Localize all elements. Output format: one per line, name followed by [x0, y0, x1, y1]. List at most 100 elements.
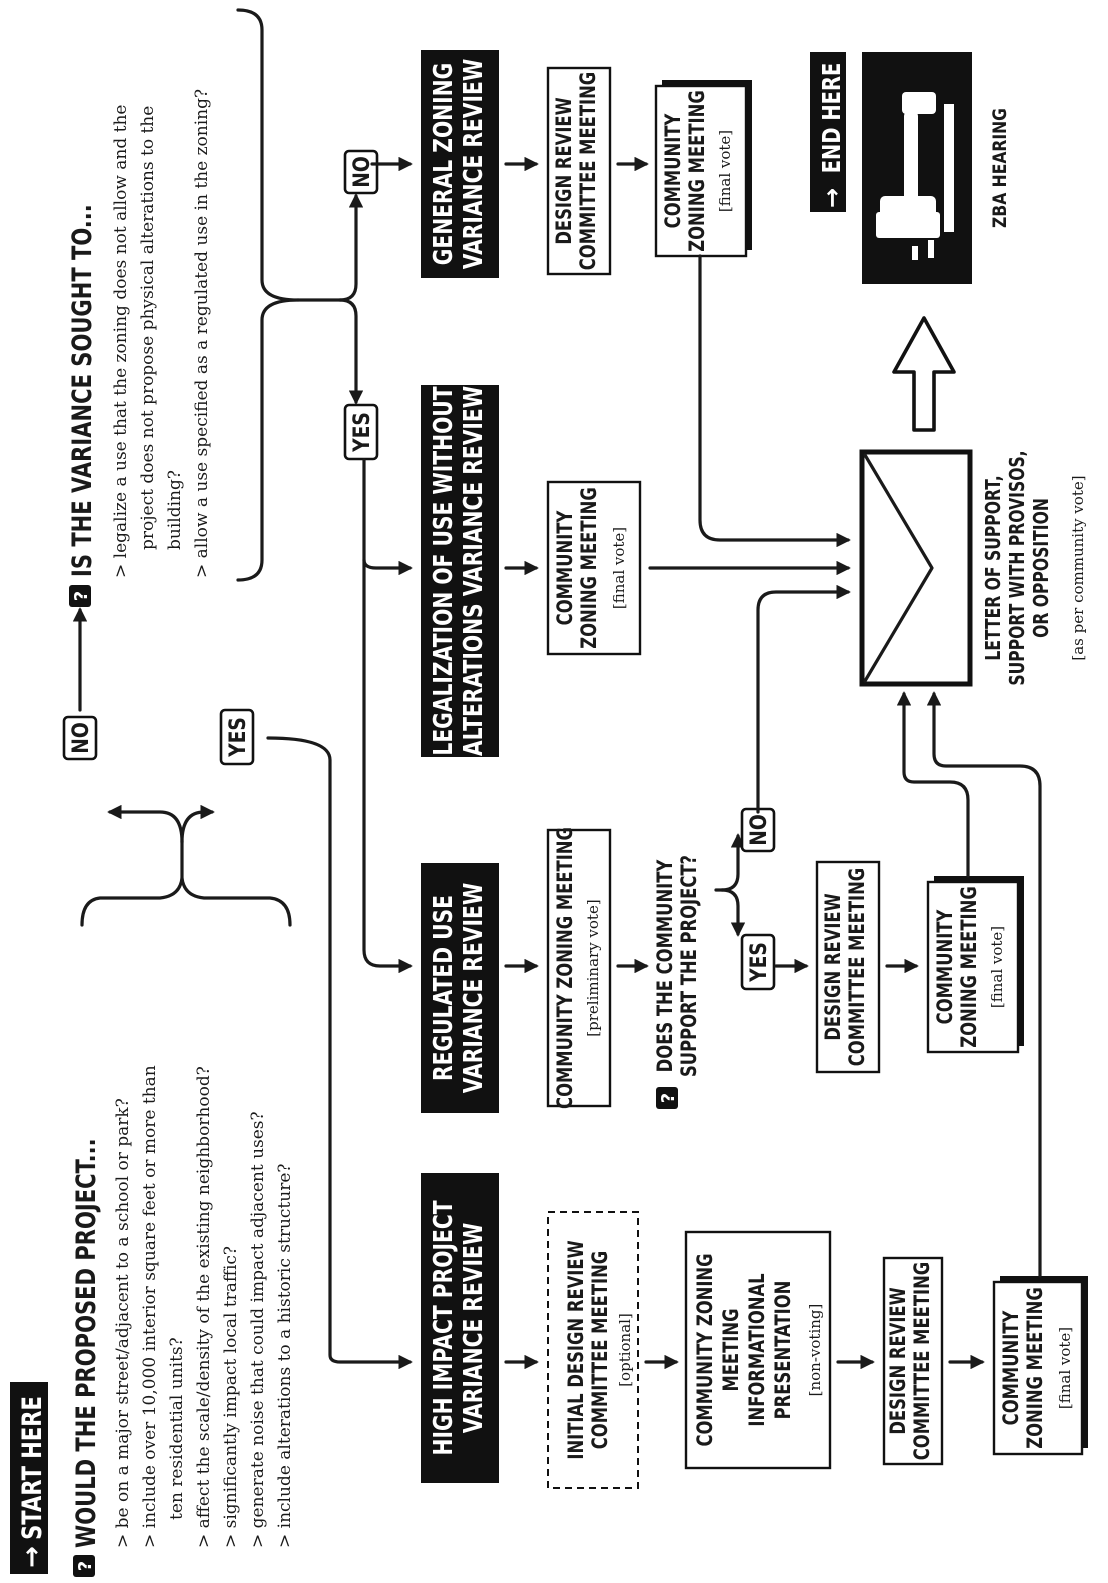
start-arrow-icon-text: →: [17, 1546, 47, 1568]
design-review-general-text-text: DESIGN REVIEWCOMMITTEE MEETING: [553, 72, 600, 271]
banner-regulated-text: REGULATED USEVARIANCE REVIEW: [429, 883, 489, 1093]
community-zoning-high-text: COMMUNITYZONING MEETING: [1000, 1287, 1047, 1449]
q1-title: WOULD THE PROPOSED PROJECT...: [70, 1138, 101, 1548]
design-review-high-text: DESIGN REVIEWCOMMITTEE MEETING: [887, 1262, 934, 1461]
community-zoning-general-vote: [final vote]: [716, 130, 734, 212]
q3-yes-tag-label-line: YES: [746, 942, 772, 983]
banner-high-impact-text-text: HIGH IMPACT PROJECTVARIANCE REVIEW: [429, 1200, 489, 1455]
to-zba-arrow-icon: [892, 316, 956, 432]
informational-presentation-box: [684, 1230, 832, 1470]
end-label-line: END HERE: [818, 63, 847, 174]
community-zoning-legalization-text-text: COMMUNITYZONING MEETING: [554, 487, 601, 649]
q1-yes-tag-label: YES: [225, 717, 251, 758]
q3-yes-tag: [740, 933, 776, 991]
informational-non-voting-text: [non-voting]: [806, 1304, 824, 1397]
letter-envelope: [859, 449, 973, 687]
community-zoning-regulated-text-line: ZONING MEETING: [958, 886, 981, 1048]
community-zoning-general-vote-text: [final vote]: [716, 130, 734, 212]
q2-yes-tag: [343, 403, 379, 461]
gavel-handle: [904, 112, 918, 216]
q3-text-text: DOES THE COMMUNITYSUPPORT THE PROJECT?: [654, 855, 701, 1077]
q2-brace: [236, 8, 300, 582]
q3-question-icon-glyph-text: ?: [658, 1093, 679, 1103]
q2-question-icon-glyph-line: ?: [71, 591, 92, 601]
letter-note: [as per community vote]: [1069, 475, 1087, 660]
letter-text-text: LETTER OF SUPPORT,SUPPORT WITH PROVISOS,…: [982, 450, 1053, 685]
q1-no-arm: [107, 804, 184, 844]
envelope-flap: [863, 453, 934, 683]
banner-regulated-text-text: REGULATED USEVARIANCE REVIEW: [429, 883, 489, 1093]
q1-no-tag-label-line: NO: [68, 722, 94, 754]
design-review-box-general: [546, 66, 612, 276]
community-zoning-legalization-text-line: COMMUNITY: [554, 510, 577, 625]
initial-design-meeting: [547, 1211, 639, 1489]
q2-yes-tag-label: YES: [349, 412, 375, 453]
q3-no-to-letter: [756, 584, 851, 814]
q1-question-icon-glyph-line: ?: [75, 1561, 96, 1571]
end-label: END HERE: [818, 63, 847, 174]
q1-question-icon-glyph-text: ?: [75, 1561, 96, 1571]
end-arrow-icon-text: →: [818, 188, 846, 208]
informational-non-voting-line: [non-voting]: [806, 1304, 824, 1397]
design-review-regulated-text: DESIGN REVIEWCOMMITTEE MEETING: [822, 868, 869, 1067]
q1-items-line: > generate noise that could impact adjac…: [248, 1111, 268, 1548]
q1-yes-tag-label-line: YES: [225, 717, 251, 758]
preliminary-meeting-text-line: COMMUNITY ZONING MEETING: [554, 827, 577, 1109]
zba-label-text: ZBA HEARING: [990, 108, 1012, 228]
q2-no-tag-label-line: NO: [349, 156, 375, 188]
q1-yes-tag-label-text: YES: [225, 717, 251, 758]
q2-title: IS THE VARIANCE SOUGHT TO...: [66, 204, 97, 577]
preliminary-meeting-vote-line: [preliminary vote]: [584, 899, 602, 1036]
preliminary-meeting-vote: [preliminary vote]: [584, 899, 602, 1036]
q2-yes-to-legalization: [362, 558, 413, 576]
q3-text-line: SUPPORT THE PROJECT?: [678, 855, 701, 1077]
community-zoning-regulated-vote-line: [final vote]: [988, 926, 1006, 1008]
design-review-regulated-text-text: DESIGN REVIEWCOMMITTEE MEETING: [822, 868, 869, 1067]
q1-title-text: WOULD THE PROPOSED PROJECT...: [70, 1138, 101, 1548]
banner-legalization: [421, 385, 499, 757]
q1-brace-helper: [80, 730, 108, 1025]
letter-text-line: SUPPORT WITH PROVISOS,: [1006, 450, 1029, 685]
community-zoning-general-vote-line: [final vote]: [716, 130, 734, 212]
q1-items-line: > include over 10,000 interior square fe…: [140, 1065, 160, 1548]
regulated-vote-to-letter: [896, 691, 970, 878]
start-label: START HERE: [16, 1396, 47, 1540]
banner-legalization-text: LEGALIZATION OF USE WITHOUTALTERATIONS V…: [429, 386, 489, 756]
general-vote-to-letter: [698, 254, 851, 548]
preliminary-meeting-text: COMMUNITY ZONING MEETING: [554, 827, 577, 1109]
q1-items-line: > significantly impact local traffic?: [221, 1246, 241, 1548]
q1-brace-x: [80, 888, 98, 1010]
q2-items-line: project does not propose physical altera…: [138, 106, 158, 550]
q2-items-line: building?: [165, 470, 185, 550]
community-zoning-legalization-vote-text: [final vote]: [610, 527, 628, 609]
initial-design-text: INITIAL DESIGN REVIEWCOMMITTEE MEETING: [565, 1240, 612, 1460]
q1-yes-tag: [219, 708, 255, 766]
end-arrow-icon: →: [818, 188, 846, 208]
community-zoning-regulated-text: COMMUNITYZONING MEETING: [934, 886, 981, 1048]
banner-high-impact-text: HIGH IMPACT PROJECTVARIANCE REVIEW: [429, 1200, 489, 1455]
q1-items-line: > be on a major street/adjacent to a sch…: [113, 1098, 133, 1548]
q2-no-arm: [338, 193, 364, 302]
banner-regulated: [421, 863, 499, 1113]
zba-label: ZBA HEARING: [990, 108, 1012, 228]
community-zoning-regulated-vote: [final vote]: [988, 926, 1006, 1008]
q3-no-tag-label-line: NO: [746, 814, 772, 846]
design-review-general-text-line: COMMITTEE MEETING: [577, 72, 600, 271]
gavel-spark-1: [928, 240, 934, 258]
end-banner: [810, 52, 846, 212]
informational-non-voting: [non-voting]: [806, 1304, 824, 1397]
gavel-spark-2: [912, 246, 918, 260]
q2-items: > legalize a use that the zoning does no…: [111, 89, 212, 578]
design-review-high-text-line: COMMITTEE MEETING: [911, 1262, 934, 1461]
banner-general-text-line: VARIANCE REVIEW: [459, 59, 489, 269]
gavel-icon: [876, 92, 954, 260]
high-impact-vote-to-letter: [926, 691, 1042, 1278]
community-zoning-legalization-vote: [final vote]: [610, 527, 628, 609]
banner-legalization-text-line: ALTERATIONS VARIANCE REVIEW: [459, 386, 489, 756]
q1-items-text: > be on a major street/adjacent to a sch…: [113, 1065, 295, 1548]
community-zoning-high-vote: [final vote]: [1056, 1327, 1074, 1409]
preliminary-meeting-text-text: COMMUNITY ZONING MEETING: [554, 827, 577, 1109]
q3-text: DOES THE COMMUNITYSUPPORT THE PROJECT?: [654, 855, 701, 1077]
